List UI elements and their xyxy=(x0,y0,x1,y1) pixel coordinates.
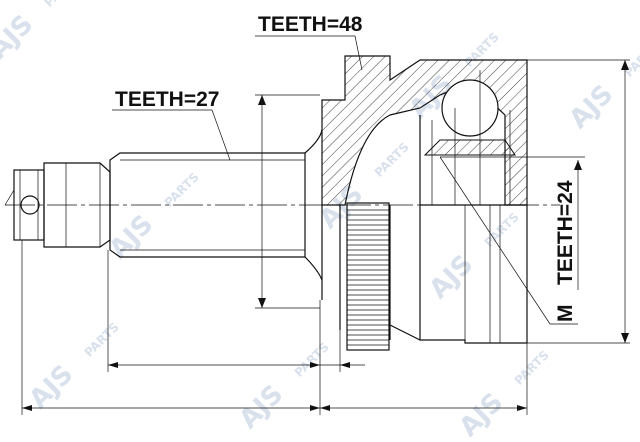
svg-text:AJS: AJS xyxy=(0,9,39,65)
dimension-height xyxy=(439,59,630,344)
svg-text:PARTS: PARTS xyxy=(292,340,332,380)
splined-shaft xyxy=(109,94,323,309)
label-teeth-24: TEETH=24 xyxy=(554,180,577,285)
svg-text:AJS: AJS xyxy=(24,359,80,415)
svg-text:PARTS: PARTS xyxy=(372,140,412,180)
svg-text:PARTS: PARTS xyxy=(42,0,82,10)
svg-text:AJS: AJS xyxy=(454,387,510,442)
dimension-lengths xyxy=(21,240,528,415)
label-thread-m: M xyxy=(554,305,577,323)
svg-text:PARTS: PARTS xyxy=(162,170,202,210)
svg-text:PARTS: PARTS xyxy=(82,320,122,360)
svg-text:AJS: AJS xyxy=(564,79,620,135)
outer-housing xyxy=(321,55,528,344)
abs-ring xyxy=(346,202,390,351)
label-teeth-27: TEETH=27 xyxy=(115,88,219,111)
svg-text:AJS: AJS xyxy=(234,379,290,435)
svg-text:AJS: AJS xyxy=(424,249,480,305)
svg-text:PARTS: PARTS xyxy=(512,348,552,388)
label-teeth-48: TEETH=48 xyxy=(258,13,363,36)
